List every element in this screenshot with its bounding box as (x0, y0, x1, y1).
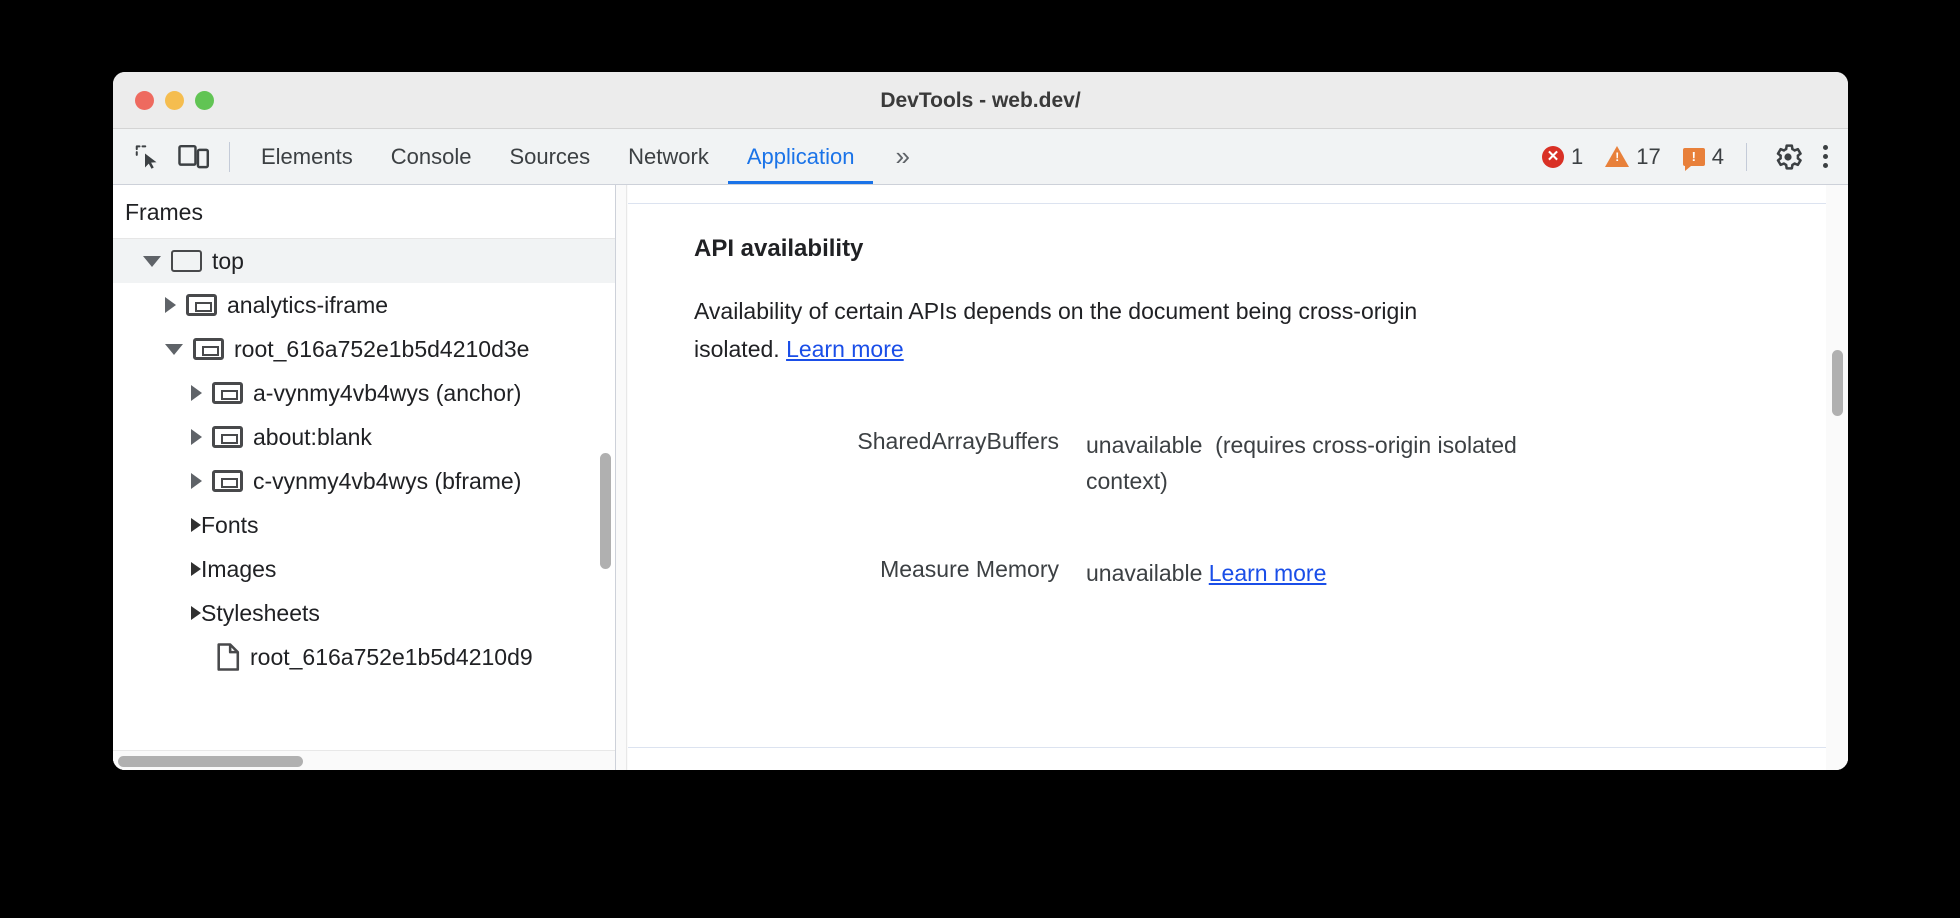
frame-icon (212, 382, 243, 404)
tree-item-label: about:blank (253, 423, 372, 450)
page-title: API availability (694, 235, 864, 262)
tree-item-label: c-vynmy4vb4wys (bframe) (253, 467, 522, 494)
warning-count: 17 (1636, 143, 1661, 169)
more-tabs-chevron-icon[interactable]: » (895, 141, 909, 171)
chevron-right-icon[interactable] (191, 429, 202, 445)
frames-header: Frames (113, 185, 615, 239)
tree-item-root-document[interactable]: root_616a752e1b5d4210d9 (113, 635, 615, 679)
frame-icon (212, 470, 243, 492)
section-divider-bottom (628, 747, 1826, 748)
section-description-text: Availability of certain APIs depends on … (694, 298, 1418, 362)
chevron-right-icon[interactable] (191, 562, 201, 576)
tree-item-a-vynmy4vb4wys[interactable]: a-vynmy4vb4wys (anchor) (113, 371, 615, 415)
report-row-status: unavailable (1086, 560, 1203, 586)
report-row-note: (requires cross-origin isolated context) (1086, 432, 1517, 494)
chevron-down-icon[interactable] (143, 255, 161, 267)
tab-sources[interactable]: Sources (509, 143, 591, 169)
report-row-key: Measure Memory (880, 556, 1059, 582)
info-bubble-icon: ! (1682, 147, 1705, 171)
devtools-toolbar: Elements Console Sources Network Applica… (113, 129, 1848, 185)
chevron-down-icon[interactable] (165, 343, 183, 355)
chevron-right-icon[interactable] (191, 473, 202, 489)
warning-badge[interactable]: 17 (1605, 143, 1661, 170)
gear-icon[interactable] (1765, 135, 1811, 179)
tree-item-label: Stylesheets (201, 599, 320, 626)
sidebar-vertical-scrollbar[interactable] (600, 453, 611, 569)
tree-item-label: top (212, 247, 244, 274)
tree-item-label: Fonts (201, 511, 259, 538)
chevron-right-icon[interactable] (191, 385, 202, 401)
devtools-window: DevTools - web.dev/ Elements Console Sou… (113, 72, 1848, 770)
frame-icon (186, 294, 217, 316)
tree-item-label: root_616a752e1b5d4210d3e (234, 335, 530, 362)
frame-icon (193, 338, 224, 360)
tree-item-root-frame[interactable]: root_616a752e1b5d4210d3e (113, 327, 615, 371)
frame-top-icon (171, 250, 202, 272)
tree-item-label: Images (201, 555, 277, 582)
frame-icon (212, 426, 243, 448)
tree-item-c-vynmy4vb4wys[interactable]: c-vynmy4vb4wys (bframe) (113, 459, 615, 503)
report-row: SharedArrayBuffers unavailable (requires… (628, 428, 1826, 499)
report-row-key: SharedArrayBuffers (857, 428, 1059, 454)
tab-console[interactable]: Console (390, 143, 472, 169)
info-count: 4 (1711, 143, 1724, 169)
chevron-right-icon[interactable] (191, 518, 201, 532)
close-window-button[interactable] (135, 91, 154, 110)
devtools-body: Frames top analytics-iframe root_616a752… (113, 185, 1848, 770)
frames-sidebar: Frames top analytics-iframe root_616a752… (113, 185, 616, 770)
panel-gutter (616, 185, 627, 770)
frame-details-panel: API availability Availability of certain… (616, 185, 1848, 770)
tree-item-fonts[interactable]: Fonts (113, 503, 615, 547)
kebab-menu-icon[interactable] (1811, 145, 1848, 168)
window-titlebar: DevTools - web.dev/ (113, 72, 1848, 129)
tree-item-about-blank[interactable]: about:blank (113, 415, 615, 459)
document-icon (217, 643, 240, 671)
error-count: 1 (1571, 143, 1584, 169)
section-description: Availability of certain APIs depends on … (694, 293, 1494, 369)
tree-item-label: analytics-iframe (227, 291, 389, 318)
section-divider-top (628, 203, 1826, 204)
minimize-window-button[interactable] (165, 91, 184, 110)
tab-network[interactable]: Network (628, 143, 709, 169)
zoom-window-button[interactable] (195, 91, 214, 110)
toolbar-divider-2 (1746, 142, 1747, 171)
tree-item-images[interactable]: Images (113, 547, 615, 591)
tree-item-label: root_616a752e1b5d4210d9 (250, 643, 533, 670)
tree-item-analytics-iframe[interactable]: analytics-iframe (113, 283, 615, 327)
error-badge[interactable]: ✕ 1 (1542, 144, 1583, 170)
window-title: DevTools - web.dev/ (880, 89, 1081, 112)
sidebar-horizontal-scrollbar[interactable] (118, 756, 303, 767)
toolbar-divider (229, 141, 230, 172)
tab-elements[interactable]: Elements (261, 143, 353, 169)
chevron-right-icon[interactable] (165, 297, 176, 313)
info-badge[interactable]: ! 4 (1682, 143, 1724, 171)
report-row-value: unavailable (requires cross-origin isola… (1059, 428, 1579, 499)
report-row-status: unavailable (1086, 432, 1203, 458)
measure-memory-learn-more-link[interactable]: Learn more (1208, 560, 1327, 586)
device-toolbar-icon[interactable] (171, 135, 217, 179)
error-circle-icon: ✕ (1542, 145, 1565, 168)
report-row: Measure Memory unavailable Learn more (628, 556, 1826, 592)
report-row-value: unavailable Learn more (1059, 556, 1326, 592)
chevron-right-icon[interactable] (191, 606, 201, 620)
warning-triangle-icon (1605, 146, 1630, 167)
learn-more-link[interactable]: Learn more (786, 335, 904, 362)
main-vertical-scrollbar[interactable] (1832, 350, 1843, 416)
tree-item-stylesheets[interactable]: Stylesheets (113, 591, 615, 635)
tree-item-top[interactable]: top (113, 239, 615, 283)
tab-application[interactable]: Application (727, 129, 874, 184)
sidebar-horizontal-scrollbar-track (113, 750, 615, 770)
inspect-element-icon[interactable] (125, 135, 171, 179)
tree-item-label: a-vynmy4vb4wys (anchor) (253, 379, 522, 406)
report-view: API availability Availability of certain… (628, 185, 1826, 770)
